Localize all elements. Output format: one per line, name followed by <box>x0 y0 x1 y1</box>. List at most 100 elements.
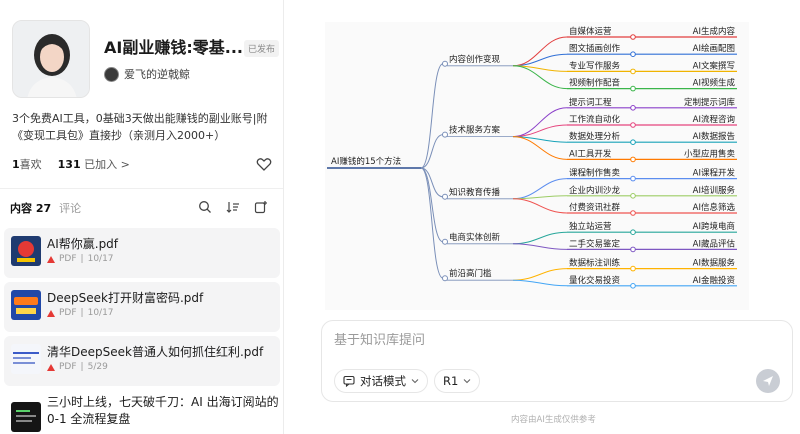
mindmap-link <box>512 36 568 67</box>
item-date: 5/29 <box>87 362 108 372</box>
mindmap-child-label: 自媒体运营 <box>569 26 612 37</box>
mindmap-child-label: 工作流自动化 <box>569 114 621 125</box>
mindmap-leaf-label: AI数据服务 <box>693 258 736 269</box>
tab-content[interactable]: 内容 27 <box>10 202 52 215</box>
heart-icon[interactable] <box>256 156 272 172</box>
mindmap-leaf-label: AI信息筛选 <box>693 202 736 213</box>
list-item[interactable]: 清华DeepSeek普通人如何抓住红利.pdf PDF | 5/29 <box>4 336 280 386</box>
model-label: R1 <box>443 374 459 388</box>
item-date: 10/17 <box>87 308 114 318</box>
search-icon[interactable] <box>198 199 212 213</box>
mode-selector[interactable]: 对话模式 <box>334 369 428 393</box>
disclaimer: 内容由AI生成仅供参考 <box>511 415 596 425</box>
joined-link[interactable]: 已加入 > <box>84 158 130 171</box>
mindmap-leaf-label: AI数据报告 <box>693 131 735 142</box>
item-title: 清华DeepSeek普通人如何抓住红利.pdf <box>47 345 264 359</box>
model-selector[interactable]: R1 <box>434 369 481 393</box>
mindmap-root-label: AI赚钱的15个方法 <box>331 156 401 167</box>
question-input[interactable] <box>334 333 774 348</box>
list-item[interactable]: DeepSeek打开财富密码.pdf PDF | 10/17 <box>4 282 280 332</box>
mindmap-leaf-label: AI视频生成 <box>693 78 736 89</box>
chevron-down-icon <box>411 379 419 384</box>
mindmap-node-dot <box>630 210 636 216</box>
article-thumbnail <box>11 402 41 432</box>
mindmap-node-dot <box>630 139 636 145</box>
list-item[interactable]: AI帮你赢.pdf PDF | 10/17 <box>4 228 280 278</box>
tab-comments[interactable]: 评论 <box>59 202 82 215</box>
mindmap-child-label: 视频制作配音 <box>569 78 621 89</box>
pdf-thumbnail <box>11 236 41 266</box>
mindmap-leaf-label: AI金融投资 <box>693 275 736 286</box>
item-type: PDF <box>59 362 77 372</box>
mindmap-link <box>420 167 444 243</box>
mindmap-node-dot <box>630 283 636 289</box>
item-meta: PDF | 10/17 <box>47 308 114 318</box>
kb-description: 3个免费AI工具，0基础3天做出能赚钱的副业账号|附《变现工具包》直接抄（亲测月… <box>12 112 268 142</box>
mindmap-node-dot <box>442 238 448 245</box>
item-title: 三小时上线，七天破千刀：AI 出海订阅站的 0-1 全流程复盘 <box>47 395 279 426</box>
sort-icon[interactable] <box>226 199 240 213</box>
add-content-icon[interactable] <box>254 199 268 214</box>
mindmap-child-label: 课程制作售卖 <box>569 168 621 179</box>
mindmap-child-label: 数据处理分析 <box>569 131 621 142</box>
mindmap-branch-label: 知识教育传播 <box>449 187 501 198</box>
likes-label: 喜欢 <box>19 158 42 171</box>
pdf-icon <box>47 309 55 317</box>
mindmap-node-dot <box>630 265 636 272</box>
mindmap-child-label: 独立站运营 <box>569 221 612 232</box>
mindmap-child-label: 企业内训沙龙 <box>569 185 621 196</box>
author-name: 爱飞的逆戟鲸 <box>124 68 190 81</box>
mindmap-node-dot <box>630 68 636 75</box>
mindmap-node-dot <box>630 156 636 163</box>
mindmap-child-label: AI工具开发 <box>569 148 612 159</box>
chat-icon <box>343 375 355 387</box>
status-badge: 已发布 <box>244 40 280 57</box>
joined-count: 131 <box>57 157 81 171</box>
mindmap-link <box>512 268 568 281</box>
mindmap-branch-label: 前沿高门槛 <box>449 268 492 279</box>
likes-count: 1 <box>12 157 20 171</box>
item-meta: PDF | 10/17 <box>47 254 114 264</box>
ask-box: 对话模式 R1 <box>321 320 793 402</box>
mode-label: 对话模式 <box>360 374 406 388</box>
send-button[interactable] <box>756 369 780 393</box>
author[interactable]: 爱飞的逆戟鲸 <box>104 66 190 82</box>
mindmap-leaf-label: AI培训服务 <box>693 185 736 196</box>
mindmap-node-dot <box>630 175 636 182</box>
pdf-thumbnail <box>11 290 41 320</box>
item-title: AI帮你赢.pdf <box>47 237 119 251</box>
mindmap-node-dot <box>630 122 636 128</box>
mindmap-link <box>512 243 568 250</box>
mindmap-link <box>512 231 568 245</box>
item-meta: PDF | 5/29 <box>47 362 108 372</box>
mindmap-node-dot <box>630 229 636 235</box>
mindmap-leaf-label: AI文案撰写 <box>693 60 735 71</box>
pdf-thumbnail <box>11 344 41 374</box>
mindmap-leaf-label: 定制提示词库 <box>684 97 736 108</box>
mindmap-link <box>512 65 568 90</box>
mindmap-leaf-label: 小型应用售卖 <box>684 148 736 159</box>
pdf-icon <box>47 255 55 263</box>
knowledge-base-panel: AI副业赚钱:零基... 已发布 爱飞的逆戟鲸 3个免费AI工具，0基础3天做出… <box>0 0 284 434</box>
mindmap-link <box>512 195 568 200</box>
list-item[interactable]: 三小时上线，七天破千刀：AI 出海订阅站的 0-1 全流程复盘 公众号 | 昨天 <box>4 390 280 434</box>
divider <box>0 188 283 189</box>
mindmap-link <box>512 279 568 287</box>
pdf-icon <box>47 363 55 371</box>
mindmap-child-label: 数据标注训练 <box>569 258 621 269</box>
content-tabs: 内容 27 评论 <box>10 200 81 216</box>
mindmap-node-dot <box>630 246 636 253</box>
mindmap-link <box>512 107 568 138</box>
content-list: AI帮你赢.pdf PDF | 10/17 DeepSeek打开财富密码.pdf… <box>4 228 280 434</box>
cover-avatar <box>12 20 90 98</box>
mindmap-branch-label: 技术服务方案 <box>449 125 501 136</box>
mindmap-leaf-label: AI藏品评估 <box>693 238 736 249</box>
mindmap-node-dot <box>442 275 448 282</box>
item-type: PDF <box>59 254 77 264</box>
mindmap-child-label: 量化交易投资 <box>569 275 621 286</box>
mindmap-leaf-label: AI绘画配图 <box>693 43 735 54</box>
mindmap-child-label: 专业写作服务 <box>569 60 621 71</box>
mindmap-node-dot <box>630 51 636 58</box>
author-avatar <box>104 66 119 82</box>
